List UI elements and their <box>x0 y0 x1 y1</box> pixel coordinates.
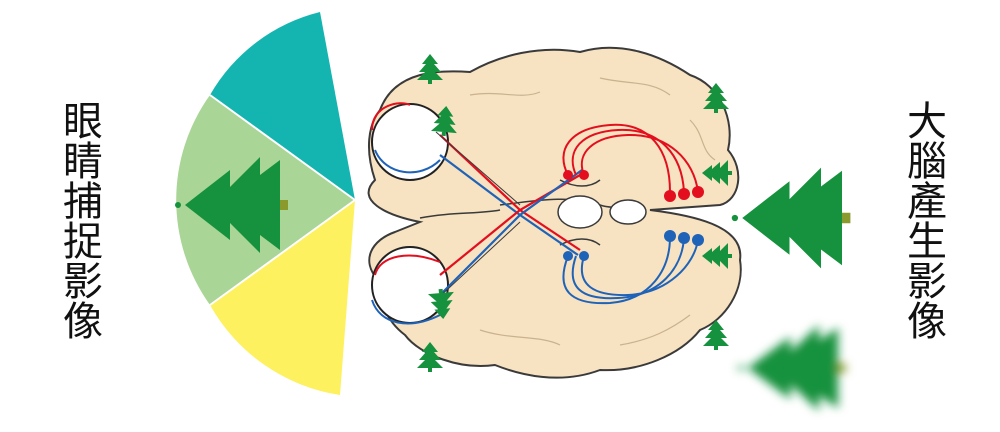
label-eye-captures-image: 眼睛捕捉影像 <box>56 100 102 340</box>
eye-top <box>371 102 449 181</box>
eye-bottom <box>371 246 449 325</box>
tree-icon <box>738 324 846 412</box>
left-optic-radiation <box>562 123 704 202</box>
label-brain-produces-image: 大腦產生影像 <box>900 100 946 340</box>
right-optic-radiation <box>562 230 704 305</box>
optic-nerve-pathways <box>435 131 583 301</box>
brain-outline <box>367 46 742 379</box>
tree-icon <box>417 54 443 84</box>
visual-field-fan <box>176 12 356 395</box>
tree-icon <box>731 167 851 269</box>
field-top-teal <box>210 12 355 200</box>
field-bottom-yellow <box>210 200 355 395</box>
